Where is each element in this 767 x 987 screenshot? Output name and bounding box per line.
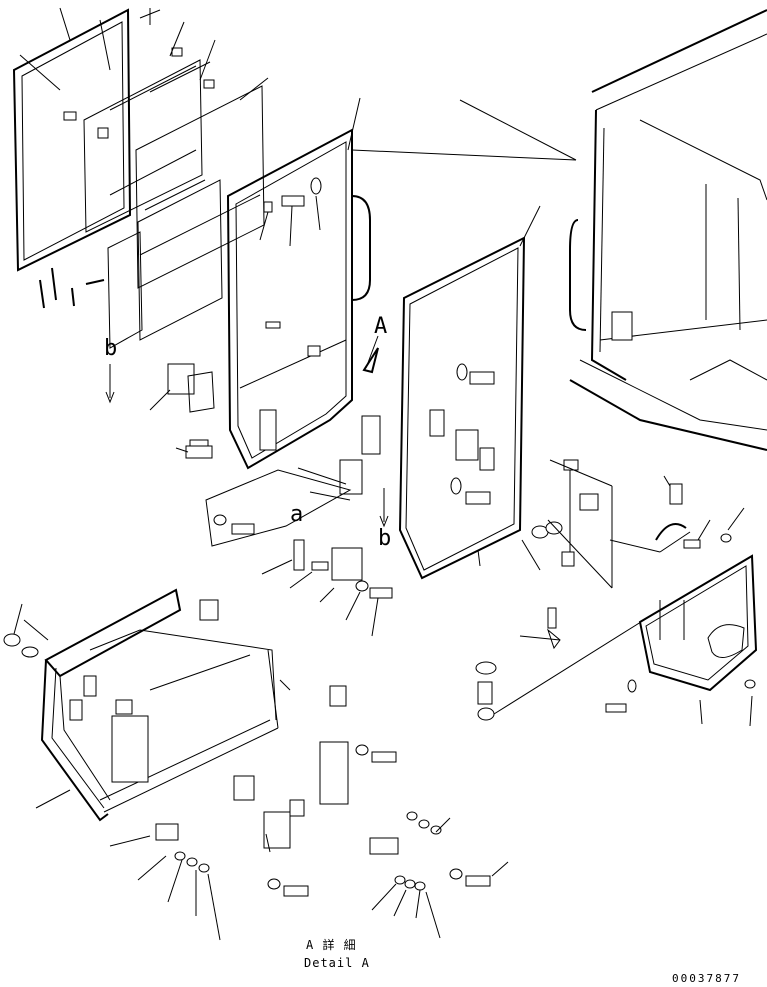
side-cover-panel [605,475,758,727]
door-lock-mechanism [105,335,393,637]
callout-ref-b-mid: b [378,526,392,551]
document-number: 00037877 [672,972,741,985]
callout-view-a: A [374,314,388,339]
callout-ref-a: a [290,502,304,527]
callout-ref-b-top: b [104,336,118,361]
detail-a-assembly [3,588,509,941]
small-parts-cluster [475,459,661,721]
detail-caption-jp: A 詳 細 [306,938,357,952]
detail-caption-en: Detail A [304,956,370,970]
cab-body [351,9,767,451]
door-glass-panel [398,205,541,580]
window-sash-assembly [12,7,269,349]
door-frame [226,97,371,470]
